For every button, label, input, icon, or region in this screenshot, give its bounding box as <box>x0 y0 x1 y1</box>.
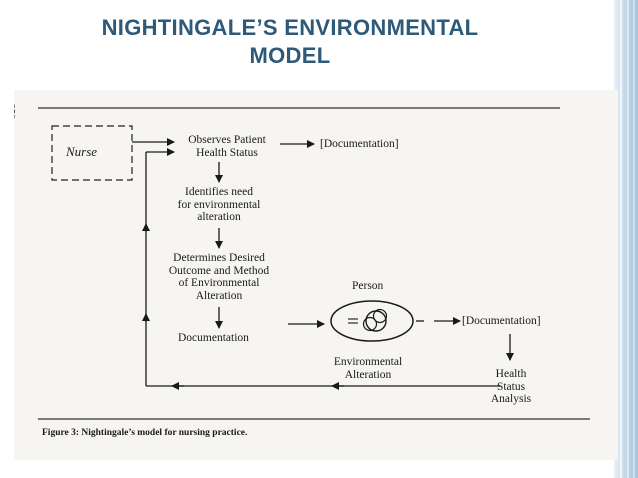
slide-title-line2: MODEL <box>249 43 331 68</box>
determines-line4: Alteration <box>195 289 243 302</box>
health-line3: Analysis <box>490 393 532 405</box>
nurse-box <box>51 125 133 181</box>
identifies-line1: Identifies need <box>184 186 253 198</box>
documentation-mid: Documentation <box>178 332 249 344</box>
observes-line1: Observes Patient <box>188 134 266 146</box>
observes-box: Observes Patient Health Status <box>174 134 280 159</box>
diagram-lines <box>38 107 590 420</box>
determines-line3: of Environmental <box>178 277 260 289</box>
health-line2: Status <box>496 380 526 393</box>
slide-title: NIGHTINGALE’S ENVIRONMENTAL MODEL <box>40 14 540 70</box>
env-line1: Environmental <box>333 356 403 368</box>
figure-caption: Figure 3: Nightingale’s model for nursin… <box>42 428 248 438</box>
health-line1: Health <box>495 368 527 380</box>
identifies-line3: alteration <box>197 211 241 223</box>
env-line2: Alteration <box>344 368 392 381</box>
determines-box: Determines Desired Outcome and Method of… <box>158 252 280 302</box>
determines-line2: Outcome and Method <box>168 264 270 277</box>
scanned-figure: 258 Nurse Observes Patient Health Status… <box>14 90 618 460</box>
person-label: Person <box>352 280 384 292</box>
slide-title-line1: NIGHTINGALE’S ENVIRONMENTAL <box>101 15 479 40</box>
documentation-top: [Documentation] <box>320 138 399 150</box>
health-status-analysis: Health Status Analysis <box>480 368 542 406</box>
determines-line1: Determines Desired <box>173 252 265 264</box>
person-symbol <box>330 300 414 342</box>
decorative-side-bar <box>614 0 638 478</box>
identifies-box: Identifies need for environmental altera… <box>164 186 274 224</box>
page-number: 258 <box>14 104 16 119</box>
observes-line2: Health Status <box>196 146 258 159</box>
documentation-right: [Documentation] <box>462 315 541 327</box>
nurse-label: Nurse <box>66 144 98 159</box>
environmental-alteration: Environmental Alteration <box>318 356 418 381</box>
identifies-line2: for environmental <box>177 198 261 211</box>
